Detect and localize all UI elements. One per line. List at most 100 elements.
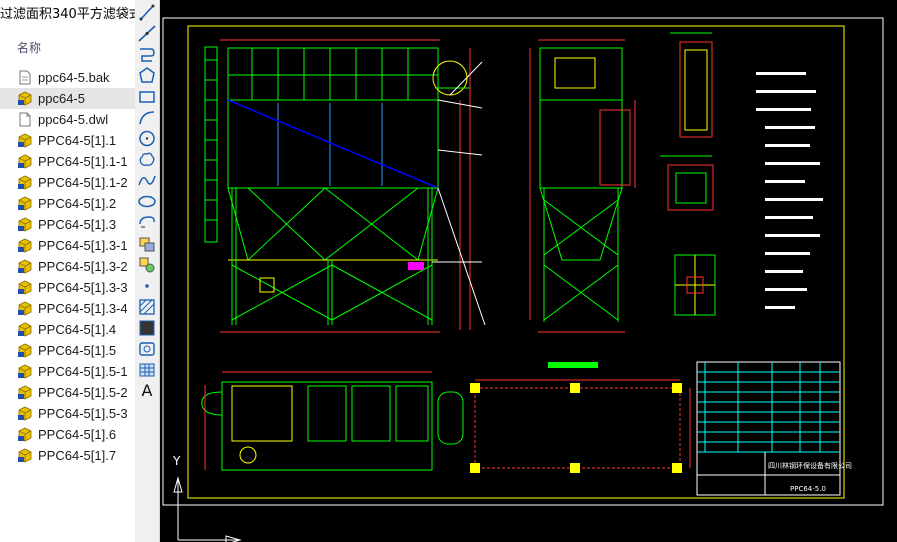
construction-line-tool[interactable] <box>137 24 157 43</box>
file-item[interactable]: PPC64-5[1].3-1 <box>0 235 135 256</box>
clean-air-chamber <box>227 47 439 101</box>
file-item[interactable]: PPC64-5[1].3-3 <box>0 277 135 298</box>
title-block-code: PPC64-5.0 <box>790 485 826 493</box>
file-item[interactable]: PPC64-5[1].4 <box>0 319 135 340</box>
region-icon <box>137 342 157 362</box>
make-block-icon <box>137 257 157 278</box>
file-item[interactable]: PPC64-5[1].1-2 <box>0 172 135 193</box>
discharge-valve <box>408 262 424 270</box>
file-item[interactable]: PPC64-5[1].5-1 <box>0 361 135 382</box>
drawing-canvas[interactable]: 四川林钢环保设备有限公司 PPC64-5.0 Y <box>160 0 897 542</box>
dwg-file-icon <box>18 91 32 106</box>
bak-file-icon <box>18 70 32 85</box>
file-name: ppc64-5 <box>38 91 85 106</box>
file-item[interactable]: PPC64-5[1].2 <box>0 193 135 214</box>
spline-icon <box>137 175 157 194</box>
point-tool[interactable] <box>137 276 157 295</box>
dwg-file-icon <box>18 196 32 211</box>
file-item[interactable]: PPC64-5[1].1 <box>0 130 135 151</box>
title-block-company: 四川林钢环保设备有限公司 <box>768 461 852 470</box>
file-item[interactable]: PPC64-5[1].6 <box>0 424 135 445</box>
file-name: ppc64-5.bak <box>38 70 110 85</box>
insert-block-icon <box>137 237 157 257</box>
file-item[interactable]: ppc64-5.dwl <box>0 109 135 130</box>
revcloud-icon <box>137 152 157 173</box>
inlet-detail-view <box>670 32 713 138</box>
gradient-tool[interactable] <box>137 318 157 337</box>
section-leader <box>227 99 439 189</box>
polyline-tool[interactable] <box>137 45 157 64</box>
arc-icon <box>137 111 157 131</box>
cad-drawing: 四川林钢环保设备有限公司 PPC64-5.0 Y <box>162 17 884 542</box>
line-tool[interactable] <box>137 3 157 22</box>
side-elevation-view <box>529 39 636 333</box>
rectangle-tool[interactable] <box>137 87 157 106</box>
text-tool[interactable]: A <box>137 381 157 400</box>
hatch-tool[interactable] <box>137 297 157 316</box>
file-item[interactable]: PPC64-5[1].5-3 <box>0 403 135 424</box>
insert-block-tool[interactable] <box>137 234 157 253</box>
dwg-file-icon <box>18 301 32 316</box>
circle-icon <box>137 130 157 152</box>
dwg-file-icon <box>18 322 32 337</box>
dwg-file-icon <box>18 427 32 442</box>
dwg-file-icon <box>18 280 32 295</box>
dwg-file-icon <box>18 238 32 253</box>
file-item[interactable]: PPC64-5[1].5-2 <box>0 382 135 403</box>
draw-toolbar: A <box>135 0 160 542</box>
ladder <box>204 46 218 243</box>
file-item[interactable]: ppc64-5.bak <box>0 67 135 88</box>
dwg-file-icon <box>18 259 32 274</box>
title-block <box>696 361 841 496</box>
dwg-file-icon <box>18 364 32 379</box>
file-name: PPC64-5[1].3-4 <box>38 301 128 316</box>
file-name: PPC64-5[1].2 <box>38 196 117 211</box>
file-name: PPC64-5[1].3-1 <box>38 238 128 253</box>
window-title: 过滤面积340平方滤袋式除 <box>0 7 135 22</box>
region-tool[interactable] <box>137 339 157 358</box>
ellipse-icon <box>137 195 157 215</box>
file-item[interactable]: ppc64-5 <box>0 88 135 109</box>
spline-tool[interactable] <box>137 171 157 190</box>
front-elevation-view <box>204 39 486 333</box>
ellipse-arc-icon <box>137 216 157 236</box>
arc-tool[interactable] <box>137 108 157 127</box>
file-name: PPC64-5[1].4 <box>38 322 117 337</box>
make-block-tool[interactable] <box>137 255 157 274</box>
dwg-file-icon <box>18 448 32 463</box>
file-item[interactable]: PPC64-5[1].5 <box>0 340 135 361</box>
ellipse-tool[interactable] <box>137 192 157 211</box>
rectangle-icon <box>137 91 157 110</box>
file-name: PPC64-5[1].6 <box>38 427 117 442</box>
dwg-file-icon <box>18 343 32 358</box>
column-header-name[interactable]: 名称 <box>17 41 42 55</box>
polygon-tool[interactable] <box>137 66 157 85</box>
motor <box>259 277 275 293</box>
ucs-icon <box>173 476 242 542</box>
circle-tool[interactable] <box>137 129 157 148</box>
outlet-detail-view <box>660 155 714 211</box>
point-icon <box>137 282 157 299</box>
file-name: PPC64-5[1].5-3 <box>38 406 128 421</box>
file-name: ppc64-5.dwl <box>38 112 109 127</box>
polygon-icon <box>137 67 157 89</box>
file-name: PPC64-5[1].1-2 <box>38 175 128 190</box>
dwg-file-icon <box>18 385 32 400</box>
technical-notes <box>756 72 823 309</box>
file-name: PPC64-5[1].1-1 <box>38 154 128 169</box>
ellipse-arc-tool[interactable] <box>137 213 157 232</box>
file-item[interactable]: PPC64-5[1].7 <box>0 445 135 466</box>
file-item[interactable]: PPC64-5[1].1-1 <box>0 151 135 172</box>
revcloud-tool[interactable] <box>137 150 157 169</box>
file-item[interactable]: PPC64-5[1].3-4 <box>0 298 135 319</box>
dwg-file-icon <box>18 175 32 190</box>
file-item[interactable]: PPC64-5[1].3-2 <box>0 256 135 277</box>
file-name: PPC64-5[1].3-2 <box>38 259 128 274</box>
file-name: PPC64-5[1].3-3 <box>38 280 128 295</box>
file-name: PPC64-5[1].3 <box>38 217 117 232</box>
inner-frame <box>187 25 845 499</box>
table-tool[interactable] <box>137 360 157 379</box>
file-item[interactable]: PPC64-5[1].3 <box>0 214 135 235</box>
table-icon <box>137 363 157 383</box>
